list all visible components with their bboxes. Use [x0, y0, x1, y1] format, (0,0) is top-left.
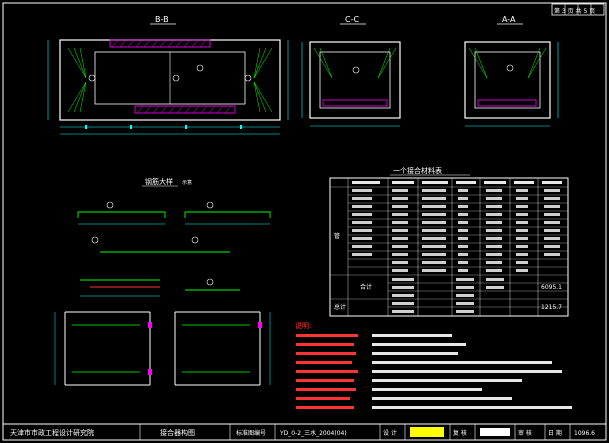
table-total-label: 总计: [334, 303, 346, 311]
section-bb-label: B-B: [155, 15, 169, 24]
notes-area: 说明:: [295, 321, 572, 409]
section-bb-view: B-B: [47, 15, 289, 135]
notes-title: 说明:: [295, 321, 311, 330]
drawing-code: YD_0-2_三水_2004(04): [279, 429, 347, 437]
standard-label: 标准图编号: [236, 429, 266, 437]
review-label: 审 核: [518, 429, 532, 437]
section-cc-view: C-C: [301, 15, 401, 127]
table-group-label: 管: [334, 232, 340, 240]
institute-name: 天津市市政工程设计研究院: [10, 428, 94, 437]
check-label: 复 核: [453, 429, 467, 437]
table-subtotal-label: 合计: [360, 283, 372, 291]
design-label: 设 计: [383, 429, 397, 437]
table-right-value: 6095.1: [541, 284, 562, 291]
sheet-number-box: 第 3 页 共 5 页: [551, 3, 605, 16]
section-aa-view: A-A: [464, 15, 559, 127]
drawing-name: 接合器构图: [160, 428, 195, 437]
material-table-title: 一个接合材料表: [393, 166, 442, 175]
section-aa-label: A-A: [502, 15, 516, 24]
material-table: 一个接合材料表: [329, 166, 569, 317]
table-total-value: 1215.7: [541, 304, 562, 311]
rebar-detail-title: 钢筋大样: [145, 177, 173, 186]
rebar-detail-scale: 示意: [182, 179, 192, 186]
date-label: 日 期: [548, 429, 562, 437]
title-block: 天津市市政工程设计研究院 接合器构图 标准图编号 YD_0-2_三水_2004(…: [2, 423, 607, 441]
checker-signature: [480, 428, 510, 436]
designer-stamp: [410, 427, 444, 437]
section-cc-label: C-C: [345, 15, 359, 24]
date-value: 1096.6: [574, 430, 595, 437]
sheet-box-text: 第 3 页 共 5 页: [554, 7, 595, 15]
rebar-detail-area: 钢筋大样 示意: [54, 177, 271, 386]
